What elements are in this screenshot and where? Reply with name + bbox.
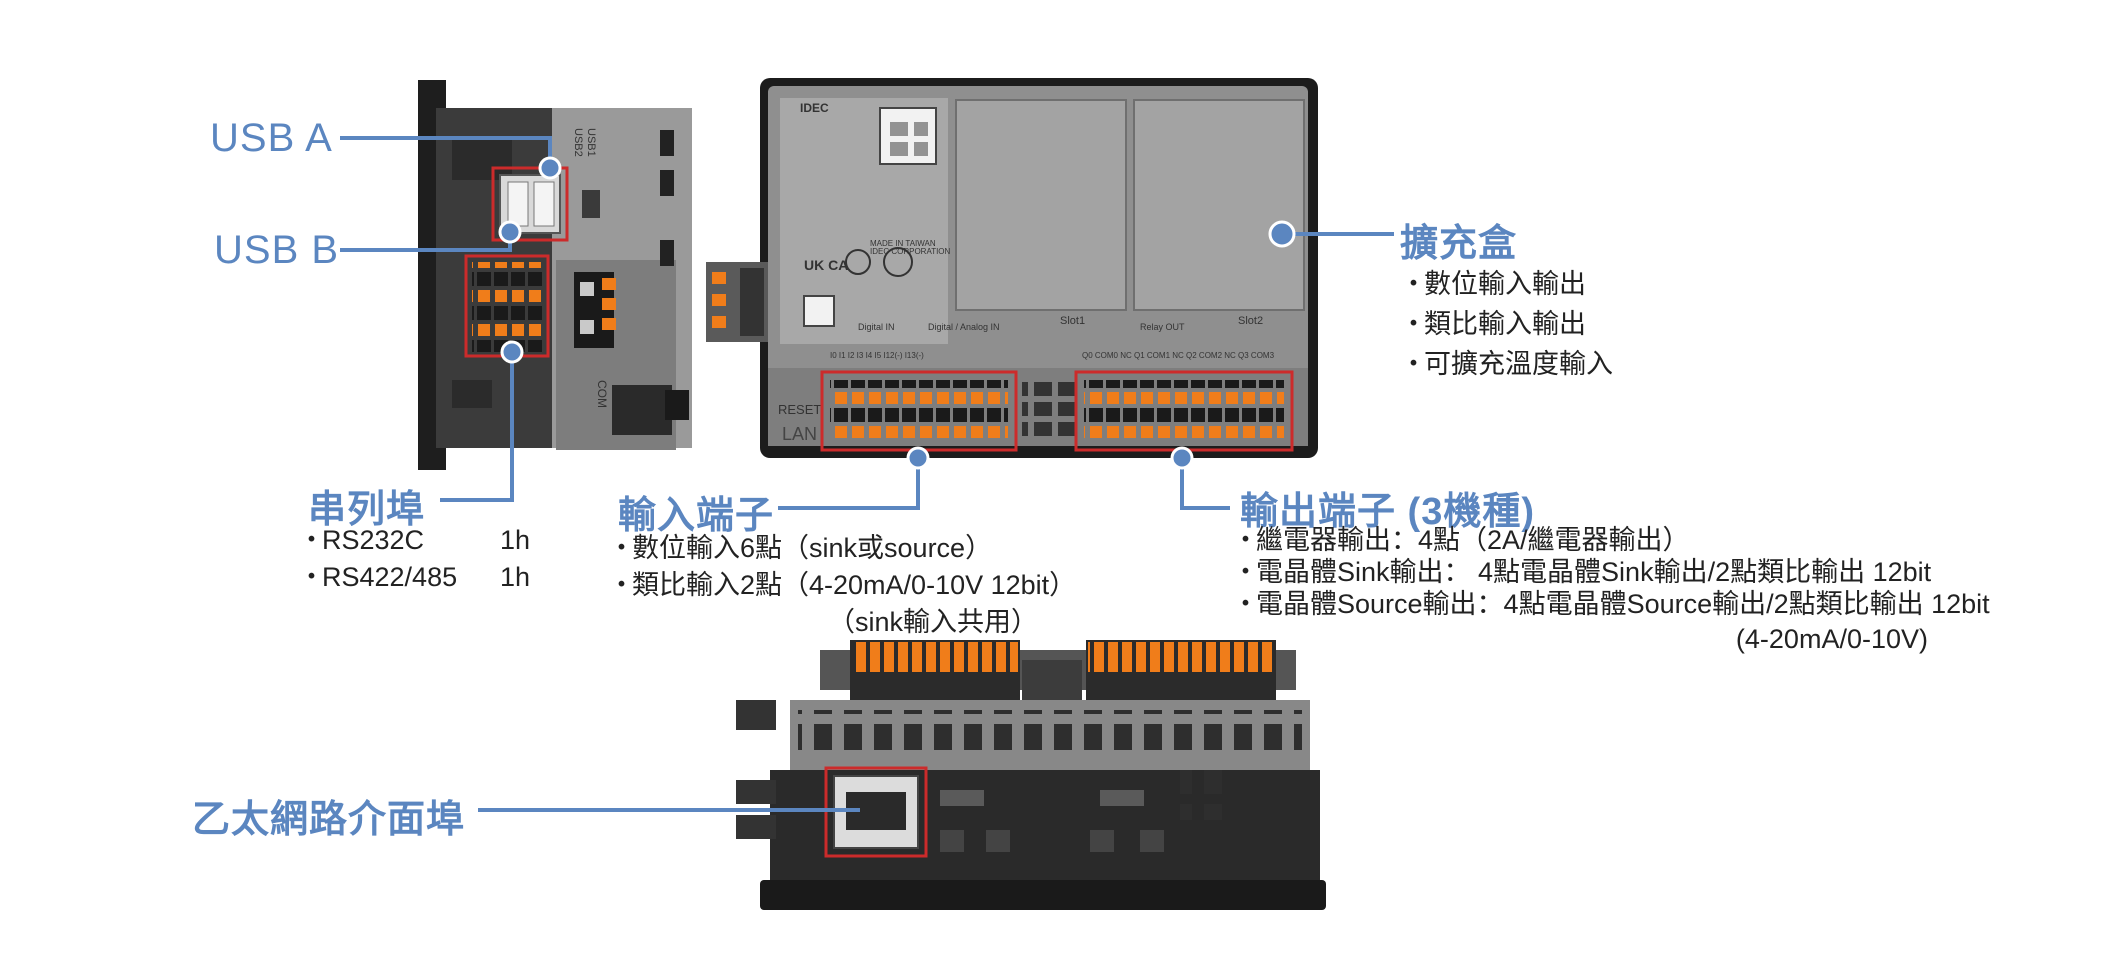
output-continuation: (4-20mA/0-10V) (1735, 624, 1928, 654)
serial-item-count: 1h (500, 562, 531, 592)
input-label: 輸入端子 (618, 495, 775, 537)
usb-b-label: USB B (214, 228, 340, 272)
usb2-text: USB2 (572, 128, 584, 157)
rear-view-device: IDEC UK CA MADE IN TAIWAN IDEC CORPORATI… (706, 78, 1318, 458)
made-in-text: MADE IN TAIWAN (870, 239, 936, 248)
expansion-item-text: 可擴充溫度輸入 (1424, 349, 1613, 379)
output-item-text: 電晶體Source輸出：4點電晶體Source輸出/2點類比輸出 12bit (1256, 589, 1990, 619)
input-item-text: 類比輸入2點（4-20mA/0-10V 12bit） (632, 570, 1077, 600)
expansion-item: ・ 類比輸入輸出 (1400, 304, 1613, 344)
bullet: ・ (1232, 525, 1259, 555)
serial-dot (500, 340, 524, 364)
bullet: ・ (1400, 349, 1427, 379)
output-leader (1180, 458, 1230, 510)
input-terminal-labels: I0 I1 I2 I3 I4 I5 I12(-) I13(-) (830, 351, 924, 360)
serial-item: ・ RS232C 1h (298, 522, 530, 559)
output-item: ・ 繼電器輸出：4點（2A/繼電器輸出） (1232, 524, 1990, 556)
serial-label: 串列埠 (308, 489, 426, 531)
serial-leader (440, 352, 514, 502)
output-dot (1170, 446, 1194, 470)
lan-text: LAN (782, 424, 817, 444)
side-view-device: USB1 USB2 COM (418, 80, 692, 470)
expansion-label: 擴充盒 (1400, 223, 1518, 265)
corp-text: IDEC CORPORATION (870, 247, 951, 256)
bullet: ・ (608, 570, 635, 600)
expansion-item-text: 數位輸入輸出 (1424, 269, 1586, 299)
input-item-text: 數位輸入6點（sink或source） (632, 533, 993, 563)
bullet: ・ (1400, 309, 1427, 339)
serial-item-name: RS232C (322, 525, 425, 555)
slot1-text: Slot1 (1060, 315, 1085, 327)
input-item: ・ 類比輸入2點（4-20mA/0-10V 12bit） (608, 567, 1076, 604)
output-list: ・ 繼電器輸出：4點（2A/繼電器輸出） ・ 電晶體Sink輸出： 4點電晶體S… (1232, 524, 1990, 620)
input-continuation: （sink輸入共用） (608, 604, 1076, 641)
expansion-item-text: 類比輸入輸出 (1424, 309, 1586, 339)
bullet: ・ (298, 562, 325, 592)
input-item: ・ 數位輸入6點（sink或source） (608, 530, 1076, 567)
bullet: ・ (1232, 557, 1259, 587)
slot2-text: Slot2 (1238, 315, 1263, 327)
bullet: ・ (1232, 589, 1259, 619)
serial-item-name: RS422/485 (322, 562, 458, 592)
serial-list: ・ RS232C 1h ・ RS422/485 1h (298, 522, 530, 596)
expansion-list: ・ 數位輸入輸出 ・ 類比輸入輸出 ・ 可擴充溫度輸入 (1400, 264, 1613, 384)
output-item-text: 電晶體Sink輸出： 4點電晶體Sink輸出/2點類比輸出 12bit (1256, 557, 1932, 587)
usb1-text: USB1 (585, 128, 597, 157)
digital-in-text: Digital IN (858, 322, 895, 332)
usb-a-dot (538, 156, 562, 180)
reset-text: RESET (778, 402, 821, 417)
expansion-slot-2 (1133, 99, 1305, 311)
output-label: 輸出端子 (3機種) (1240, 491, 1536, 533)
brand-text: IDEC (800, 101, 829, 115)
output-item: ・ 電晶體Sink輸出： 4點電晶體Sink輸出/2點類比輸出 12bit (1232, 556, 1990, 588)
serial-item-count: 1h (500, 525, 531, 555)
serial-item: ・ RS422/485 1h (298, 559, 530, 596)
expansion-item: ・ 可擴充溫度輸入 (1400, 344, 1613, 384)
input-dot (906, 446, 930, 470)
bullet: ・ (298, 525, 325, 555)
ethernet-label: 乙太網路介面埠 (192, 799, 466, 841)
input-leader (778, 458, 920, 510)
expansion-item: ・ 數位輸入輸出 (1400, 264, 1613, 304)
input-continuation-text: （sink輸入共用） (828, 607, 1039, 637)
com-text: COM (595, 380, 609, 408)
bullet: ・ (1400, 269, 1427, 299)
usb-b-dot (498, 220, 522, 244)
callout-dots (498, 156, 1296, 470)
output-item-text: 繼電器輸出：4點（2A/繼電器輸出） (1256, 525, 1690, 555)
usb-a-label: USB A (210, 116, 333, 160)
expansion-dot (1268, 220, 1296, 248)
output-item: ・ 電晶體Source輸出：4點電晶體Source輸出/2點類比輸出 12bit (1232, 588, 1990, 620)
digital-analog-in-text: Digital / Analog IN (928, 322, 1000, 332)
expansion-slot-1 (955, 99, 1127, 311)
input-list: ・ 數位輸入6點（sink或source） ・ 類比輸入2點（4-20mA/0-… (608, 530, 1076, 641)
svg-text:UK CA: UK CA (804, 257, 848, 273)
bottom-view-device (736, 640, 1326, 910)
usb-highlight-box (491, 166, 569, 242)
relay-out-text: Relay OUT (1140, 322, 1185, 332)
output-terminal-labels: Q0 COM0 NC Q1 COM1 NC Q2 COM2 NC Q3 COM3 (1082, 351, 1275, 360)
bullet: ・ (608, 533, 635, 563)
